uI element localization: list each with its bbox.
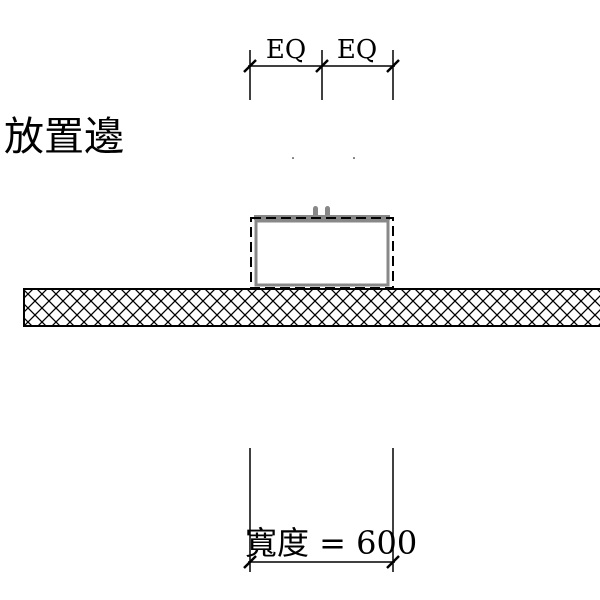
- title: 放置邊: [4, 114, 124, 160]
- dimension-label-right: EQ: [337, 35, 377, 65]
- dimension-label-left: EQ: [266, 35, 306, 65]
- width-dimension-label: 寬度 = 600: [245, 524, 417, 562]
- bottom-dimension: 寬度 = 600: [243, 448, 417, 572]
- marker-dot: [292, 157, 294, 159]
- hatched-slab: [23, 288, 600, 327]
- top-dimension: EQ EQ: [243, 35, 400, 100]
- marker-dot: [353, 157, 355, 159]
- box-object: [250, 206, 394, 289]
